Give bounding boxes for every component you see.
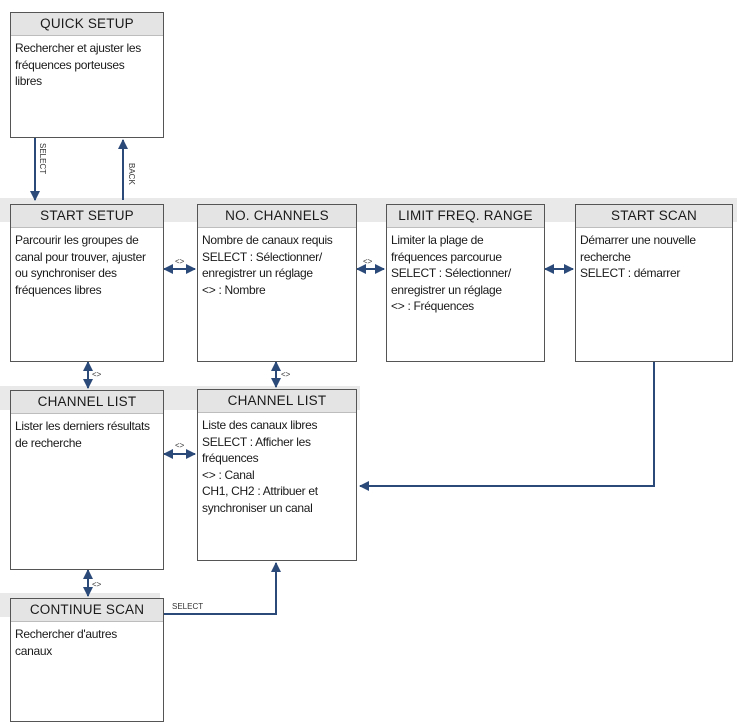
channel-list-center-box: CHANNEL LIST Liste des canaux libres SEL… (197, 389, 357, 561)
channel-list-left-box: CHANNEL LIST Lister les derniers résulta… (10, 390, 164, 570)
continue-scan-title: CONTINUE SCAN (11, 599, 163, 622)
limit-freq-range-box: LIMIT FREQ. RANGE Limiter la plage de fr… (386, 204, 545, 362)
start-setup-line: fréquences libres (15, 282, 102, 297)
limit-freq-range-line: enregistrer un réglage (391, 282, 502, 297)
quick-setup-line: Rechercher et ajuster les (15, 41, 141, 55)
limit-freq-range-line: <> : Fréquences (391, 299, 474, 313)
nav-label-5: <> (175, 441, 185, 450)
limit-freq-range-line: Limiter la plage de (391, 233, 484, 247)
no-channels-box: NO. CHANNELS Nombre de canaux requis SEL… (197, 204, 357, 362)
continue-scan-line: Rechercher d'autres (15, 627, 117, 641)
nav-label-4: <> (281, 370, 291, 379)
nav-label-2: <> (363, 257, 373, 266)
quick-setup-title: QUICK SETUP (11, 13, 163, 36)
channel-list-center-line: <> : Canal (202, 467, 255, 482)
channel-list-center-line: Liste des canaux libres (202, 418, 318, 432)
start-scan-title: START SCAN (576, 205, 732, 228)
start-setup-line: ou synchroniser des (15, 266, 117, 280)
back-up-label: BACK (127, 163, 136, 185)
channel-list-center-line: synchroniser un canal (202, 500, 313, 515)
nav-label-6: <> (92, 580, 102, 589)
nav-label-3: <> (92, 370, 102, 379)
start-scan-line: Démarrer une nouvelle (580, 233, 696, 247)
no-channels-title: NO. CHANNELS (198, 205, 356, 228)
channel-list-left-title: CHANNEL LIST (11, 391, 163, 414)
channel-list-center-line: CH1, CH2 : Attribuer et (202, 484, 318, 498)
start-setup-title: START SETUP (11, 205, 163, 228)
select-down-label: SELECT (38, 143, 47, 175)
continue-scan-box: CONTINUE SCAN Rechercher d'autres canaux (10, 598, 164, 722)
no-channels-line: Nombre de canaux requis (202, 233, 333, 247)
limit-freq-range-line: SELECT : Sélectionner/ (391, 266, 511, 280)
select-right-label: SELECT (172, 602, 204, 611)
channel-list-left-line: Lister les derniers résultats (15, 419, 150, 433)
channel-list-left-line: de recherche (15, 435, 82, 450)
channel-list-center-title: CHANNEL LIST (198, 390, 356, 413)
start-setup-line: canal pour trouver, ajuster (15, 249, 146, 264)
quick-setup-line: libres (15, 74, 42, 88)
limit-freq-range-line: fréquences parcourue (391, 249, 502, 264)
start-scan-line: SELECT : démarrer (580, 266, 681, 280)
nav-label-1: <> (175, 257, 185, 266)
quick-setup-box: QUICK SETUP Rechercher et ajuster les fr… (10, 12, 164, 138)
no-channels-line: SELECT : Sélectionner/ (202, 249, 322, 264)
quick-setup-line: fréquences porteuses (15, 57, 125, 72)
no-channels-line: <> : Nombre (202, 282, 266, 297)
start-setup-box: START SETUP Parcourir les groupes de can… (10, 204, 164, 362)
continue-scan-line: canaux (15, 643, 52, 658)
channel-list-center-line: fréquences (202, 451, 259, 465)
arrow-startscan-channellist (359, 360, 655, 491)
start-setup-line: Parcourir les groupes de (15, 233, 139, 247)
start-scan-box: START SCAN Démarrer une nouvelle recherc… (575, 204, 733, 362)
no-channels-line: enregistrer un réglage (202, 266, 313, 280)
limit-freq-range-title: LIMIT FREQ. RANGE (387, 205, 544, 228)
start-scan-line: recherche (580, 249, 631, 264)
arrow-continuescan-channellist (164, 562, 281, 615)
channel-list-center-line: SELECT : Afficher les (202, 434, 311, 449)
